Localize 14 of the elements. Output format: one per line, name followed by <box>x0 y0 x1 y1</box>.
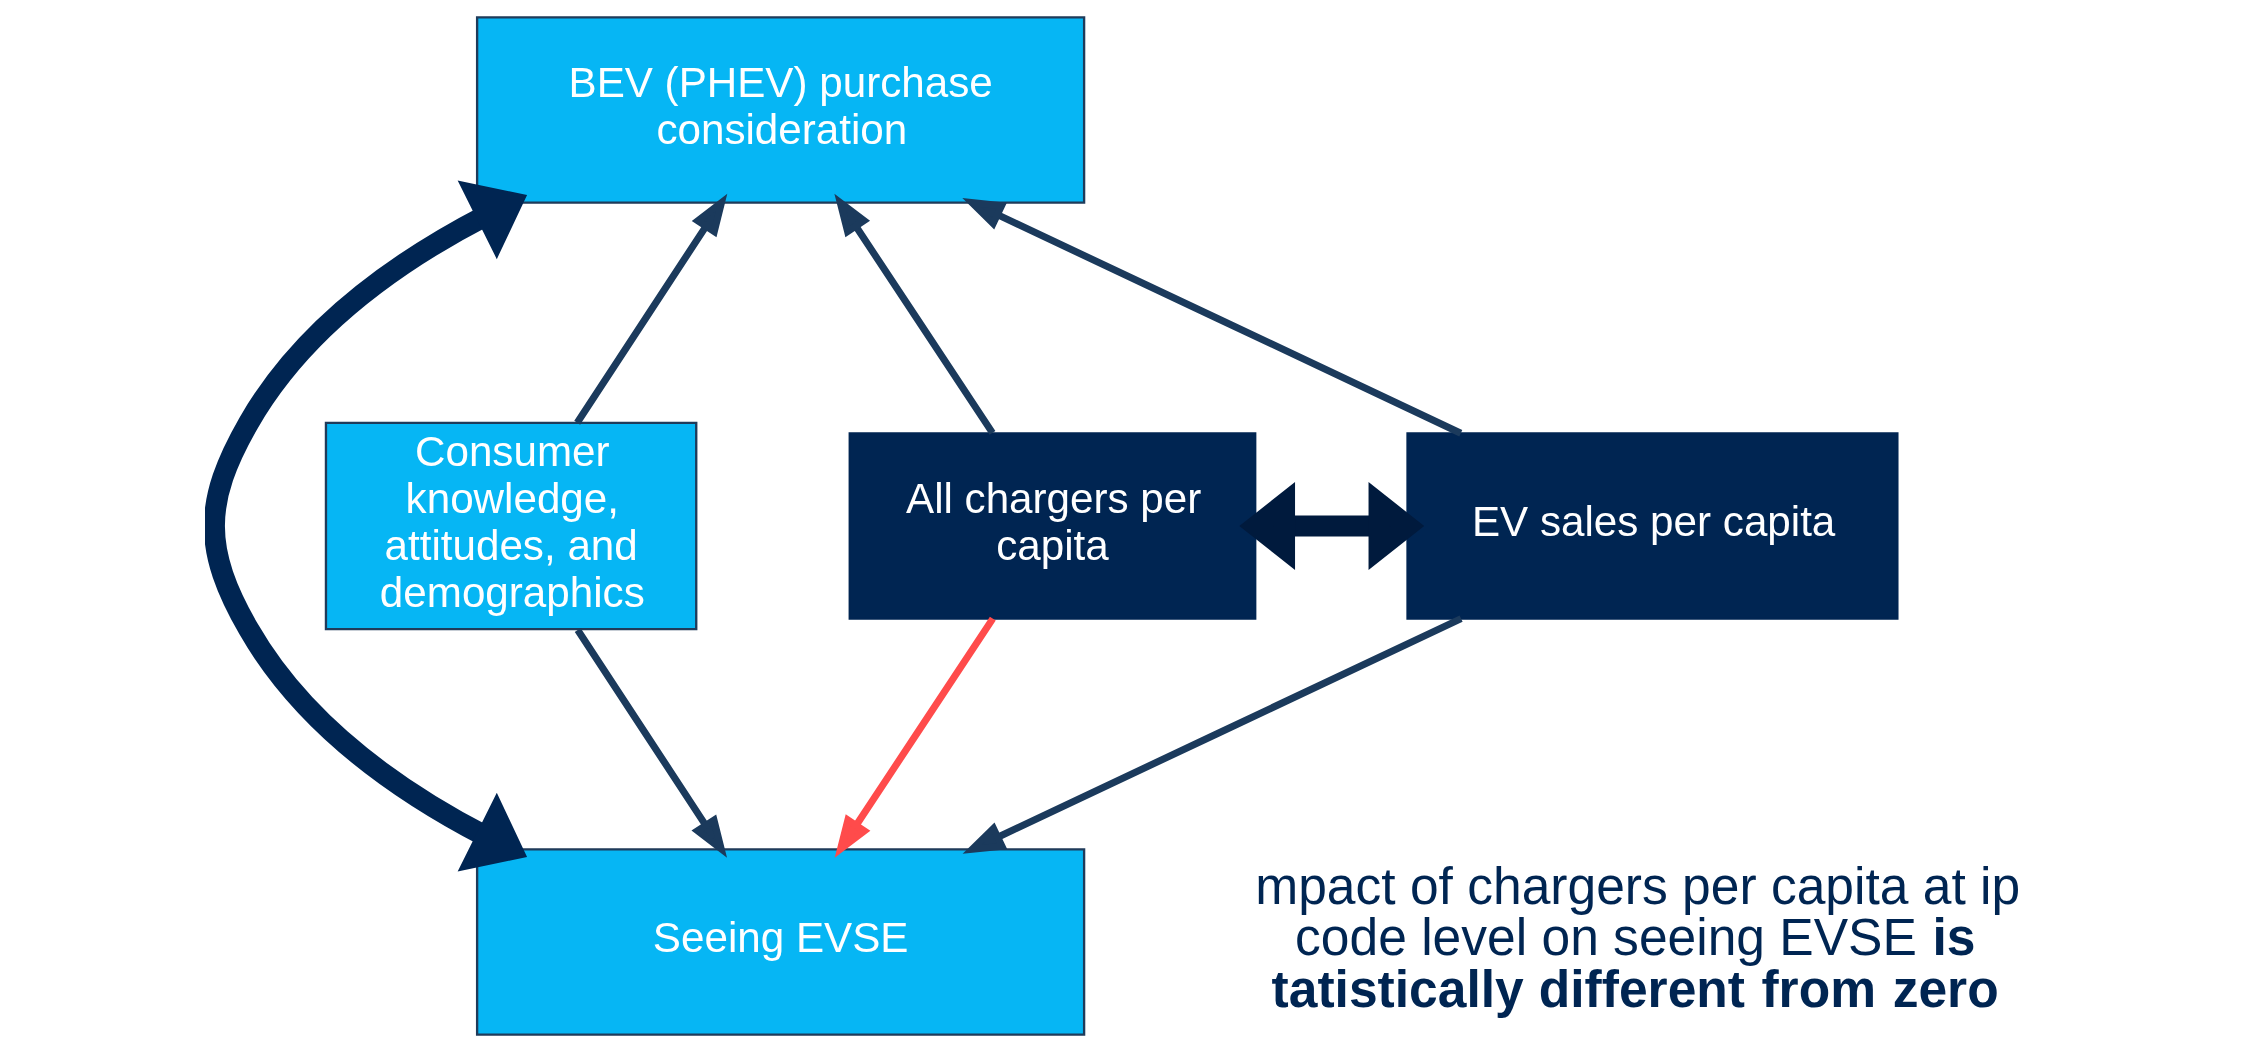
node-box: BEV (PHEV) purchase consideration <box>475 16 1085 204</box>
node-box: EV sales per capita <box>1405 432 1898 620</box>
arrow <box>962 615 1463 854</box>
label: mpact of chargers per capita at ip code level on seeing EVSE is tatistically different from zero <box>1254 856 2020 1018</box>
arrow <box>834 616 996 858</box>
arrow <box>574 628 727 858</box>
node-box: All chargers per capita <box>848 432 1256 620</box>
arrow <box>204 180 527 872</box>
arrow <box>573 193 727 425</box>
node-box: Consumer knowledge, attitudes, and demographics <box>324 421 697 631</box>
arrow <box>961 198 1462 437</box>
node-box: Seeing EVSE <box>475 848 1085 1036</box>
arrow <box>1238 482 1424 570</box>
arrow <box>833 193 995 435</box>
